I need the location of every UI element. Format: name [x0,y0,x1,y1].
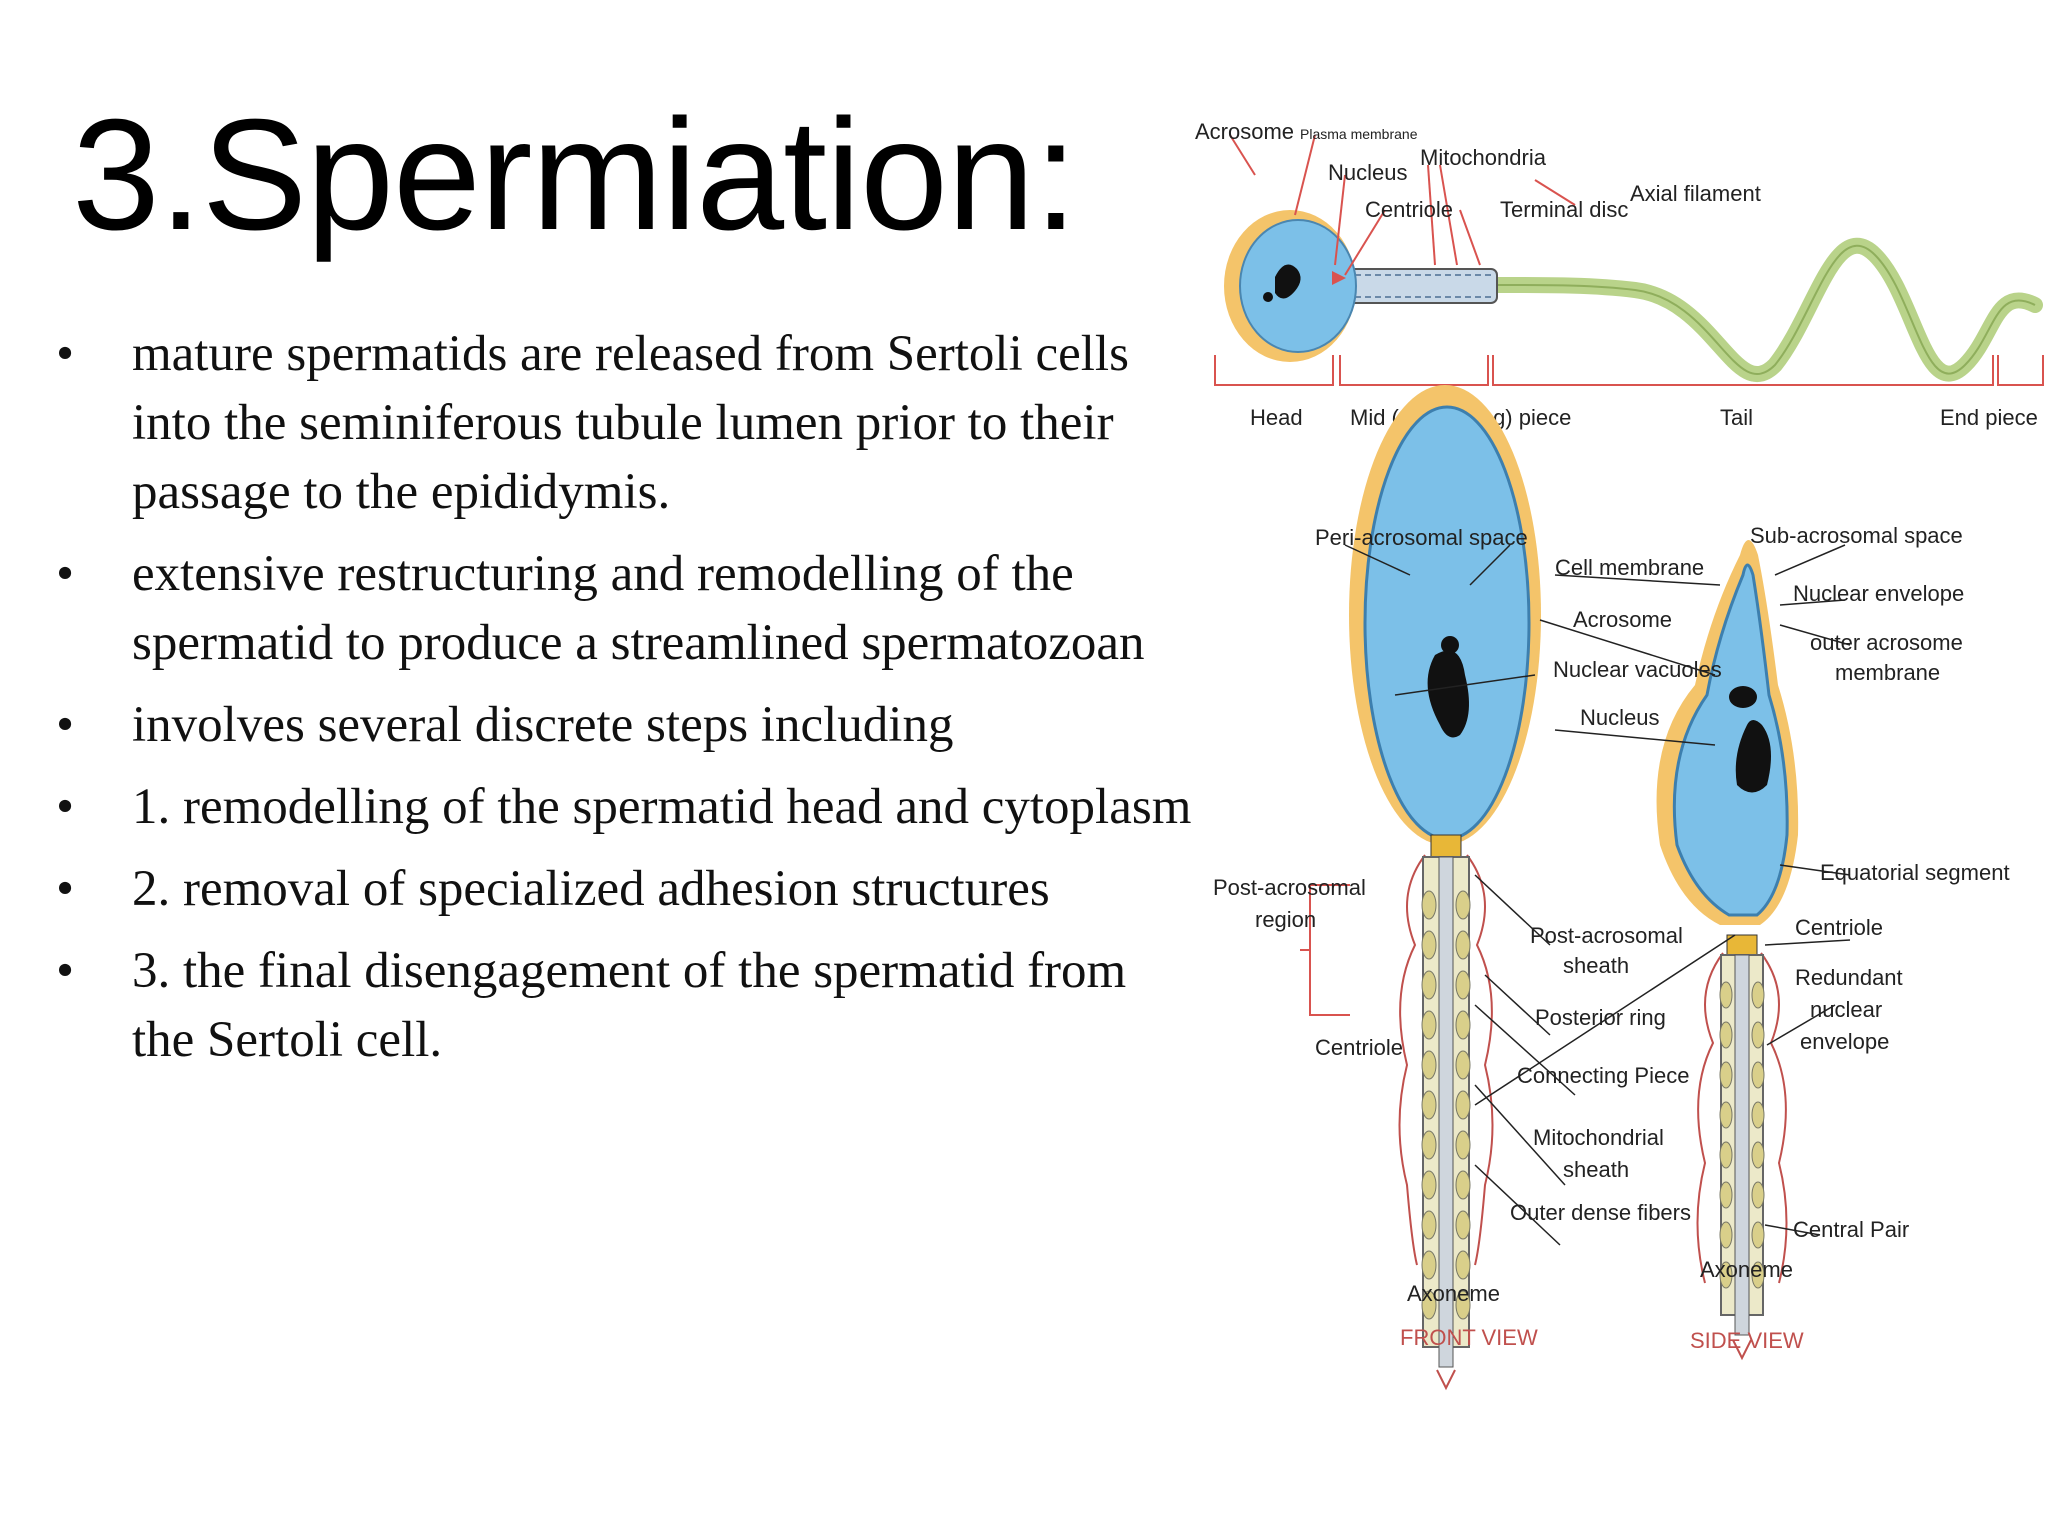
label-posterior-ring: Posterior ring [1535,1005,1666,1030]
bullet-icon: • [56,861,74,917]
label-connecting-piece: Connecting Piece [1517,1063,1689,1088]
bullet-item: • extensive restructuring and remodelling… [50,540,1200,678]
label-cell-membrane: Cell membrane [1555,555,1704,580]
label-outer-acrosome-1: outer acrosome [1810,630,1963,655]
label-redundant-1: Redundant [1795,965,1903,990]
label-outer-dense-fibers: Outer dense fibers [1510,1200,1691,1225]
bullet-icon: • [56,326,74,382]
label-post-acrosomal-sheath-1: Post-acrosomal [1530,923,1683,948]
label-mitochondrial-sheath-2: sheath [1563,1157,1629,1182]
label-equatorial-segment: Equatorial segment [1820,860,2010,885]
label-mitochondria: Mitochondria [1420,145,1547,170]
bullet-text: extensive restructuring and remodelling … [132,546,1145,671]
bullet-text: mature spermatids are released from Sert… [132,326,1129,520]
sperm-longitudinal-figure [1214,134,2044,386]
sperm-front-view-figure [1349,385,1541,1391]
bullet-item: • mature spermatids are released from Ser… [50,320,1200,527]
label-centriole-top: Centriole [1365,197,1453,222]
label-axoneme-left: Axoneme [1407,1281,1500,1306]
label-mitochondrial-sheath-1: Mitochondrial [1533,1125,1664,1150]
sperm-nucleus [1275,264,1301,299]
bullet-item: • 3. the final disengagement of the sperm… [50,937,1200,1075]
label-acrosome-bottom: Acrosome [1573,607,1672,632]
label-post-acrosomal-region-1: Post-acrosomal [1213,875,1366,900]
label-head: Head [1250,405,1303,430]
label-nuclear-envelope: Nuclear envelope [1793,581,1964,606]
label-post-acrosomal-region-2: region [1255,907,1316,932]
bullet-list: • mature spermatids are released from Ser… [50,320,1200,1088]
bullet-item: • involves several discrete steps includi… [50,691,1200,760]
bullet-text: 2. removal of specialized adhesion struc… [132,861,1050,917]
sperm-tail [1487,238,2043,382]
label-central-pair: Central Pair [1793,1217,1909,1242]
label-acrosome-top: Acrosome [1195,119,1294,144]
label-outer-acrosome-2: membrane [1835,660,1940,685]
bullet-text: involves several discrete steps includin… [132,697,954,753]
bullet-text: 3. the final disengagement of the sperma… [132,943,1127,1068]
label-side-view: SIDE VIEW [1690,1328,1804,1353]
bullet-icon: • [56,546,74,602]
label-terminal-disc: Terminal disc [1500,197,1628,222]
sperm-anatomy-diagram: Acrosome Plasma membrane Nucleus Mitocho… [1195,105,2048,1415]
label-nucleus-top: Nucleus [1328,160,1407,185]
slide-title: 3.Spermiation: [72,87,1078,263]
label-nuclear-vacuoles: Nuclear vacuoles [1553,657,1722,682]
label-nucleus-bottom: Nucleus [1580,705,1659,730]
bullet-text: 1. remodelling of the spermatid head and… [132,779,1192,835]
bullet-item: • 1. remodelling of the spermatid head an… [50,773,1200,842]
label-front-view: FRONT VIEW [1400,1325,1538,1350]
bullet-icon: • [56,943,74,999]
label-tail: Tail [1720,405,1753,430]
label-centriole-left: Centriole [1315,1035,1403,1060]
label-peri-acrosomal-space: Peri-acrosomal space [1315,525,1528,550]
bullet-icon: • [56,697,74,753]
label-redundant-2: nuclear [1810,997,1882,1022]
label-centriole-right: Centriole [1795,915,1883,940]
label-axoneme-right: Axoneme [1700,1257,1793,1282]
label-redundant-3: envelope [1800,1029,1889,1054]
label-axial-filament: Axial filament [1630,181,1761,206]
sperm-side-view-figure [1656,540,1799,1361]
label-sub-acrosomal-space: Sub-acrosomal space [1750,523,1963,548]
bullet-item: • 2. removal of specialized adhesion stru… [50,855,1200,924]
label-plasma-membrane: Plasma membrane [1300,126,1418,142]
label-post-acrosomal-sheath-2: sheath [1563,953,1629,978]
label-end-piece: End piece [1940,405,2038,430]
bullet-icon: • [56,779,74,835]
